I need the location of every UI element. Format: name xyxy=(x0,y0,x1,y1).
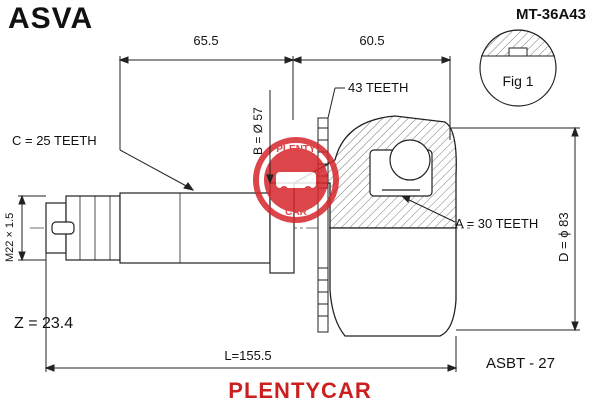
bottom-dimension-line xyxy=(44,253,458,372)
dim-thread: M22 × 1.5 xyxy=(4,213,16,262)
dim-right-length: 60.5 xyxy=(359,33,384,48)
label-c-teeth: C = 25 TEETH xyxy=(12,133,97,148)
dim-left-length: 65.5 xyxy=(193,33,218,48)
label-abs-teeth: 43 TEETH xyxy=(348,80,408,95)
dim-b-diameter: B = Ø 57 xyxy=(251,107,265,155)
fig1-label: Fig 1 xyxy=(502,73,533,89)
leader-lines xyxy=(119,87,456,223)
plentycar-watermark: PLENTY CAR xyxy=(253,137,339,223)
top-dimension-lines xyxy=(118,56,452,150)
footer-brand: PLENTYCAR xyxy=(228,378,372,403)
vertical-dimension-lines xyxy=(18,90,580,332)
label-a-teeth: A = 30 TEETH xyxy=(455,216,538,231)
inner-race xyxy=(369,139,433,197)
svg-text:PLENTY: PLENTY xyxy=(276,144,316,155)
dim-total-length: L=155.5 xyxy=(224,348,271,363)
part-number: MT-36A43 xyxy=(515,6,586,23)
dim-z-value: Z = 23.4 xyxy=(14,315,73,332)
fig1-detail xyxy=(479,29,557,107)
threaded-end xyxy=(45,195,121,261)
shaft xyxy=(119,182,295,274)
dim-d-diameter: D = ϕ 83 xyxy=(556,212,571,262)
svg-text:CAR: CAR xyxy=(285,207,307,218)
brand-logo-text: ASVA xyxy=(8,2,94,35)
boot-code: ASBT - 27 xyxy=(486,355,555,372)
